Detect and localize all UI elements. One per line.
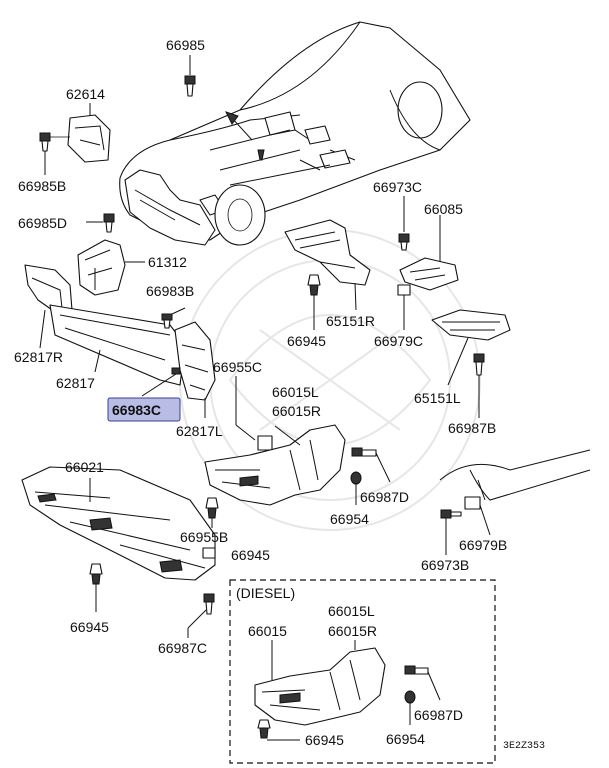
label-66987D-a: 66987D — [360, 489, 409, 505]
bolt-66973C — [398, 196, 410, 251]
label-62817L: 62817L — [176, 423, 223, 439]
bolt-66987D-a — [351, 447, 391, 483]
label-66954-b: 66954 — [386, 731, 425, 747]
bolt-66987B — [473, 353, 485, 418]
label-66973B: 66973B — [421, 557, 469, 573]
label-62817: 62817 — [56, 375, 95, 391]
clip-66955C — [235, 376, 273, 451]
bolt-66973B — [440, 509, 462, 555]
label-66973C: 66973C — [373, 179, 422, 195]
diesel-box — [229, 579, 496, 764]
label-66985: 66985 — [166, 37, 205, 53]
plate-66085 — [399, 215, 459, 291]
label-66945-a: 66945 — [287, 333, 326, 349]
label-66015R-a: 66015R — [272, 403, 321, 419]
clip-66945-d — [257, 719, 300, 741]
grommet-66954-a — [350, 471, 362, 505]
label-66021: 66021 — [65, 459, 104, 475]
cover-65151L — [431, 309, 511, 386]
label-66015L-a: 66015L — [272, 384, 319, 400]
highlight-66983C[interactable] — [107, 397, 181, 422]
label-65151R: 65151R — [326, 313, 375, 329]
clip-66945-c — [89, 563, 103, 612]
diagram-code: 3E2Z353 — [503, 741, 545, 752]
label-66985D: 66985D — [18, 215, 67, 231]
bracket-61312 — [77, 239, 145, 296]
label-66979C: 66979C — [374, 333, 423, 349]
clip-66983B — [161, 307, 186, 329]
label-62614: 62614 — [66, 86, 105, 102]
label-66983C[interactable]: 66983C — [112, 402, 161, 418]
cover-65151R — [284, 219, 371, 311]
label-66985B: 66985B — [18, 178, 66, 194]
label-diesel: (DIESEL) — [236, 585, 295, 601]
label-61312: 61312 — [148, 254, 187, 270]
clip-66979B — [464, 496, 491, 536]
label-66983B: 66983B — [146, 283, 194, 299]
clip-66979C — [397, 284, 411, 330]
label-66015R-b: 66015R — [328, 623, 377, 639]
cover-62817 — [49, 304, 186, 386]
bolt-66985 — [184, 55, 196, 97]
tray-66021 — [21, 466, 216, 581]
bolt-66985B — [39, 132, 70, 175]
bracket-62817L — [174, 321, 216, 418]
car-body-drawing — [119, 21, 471, 246]
grommet-66954-b — [404, 690, 416, 725]
label-66979B: 66979B — [459, 537, 507, 553]
bracket-62614 — [67, 103, 111, 163]
bolt-66987C — [187, 593, 215, 638]
label-66987B: 66987B — [448, 420, 496, 436]
label-66954-a: 66954 — [330, 511, 369, 527]
label-66015L-b: 66015L — [328, 603, 375, 619]
label-65151L: 65151L — [414, 390, 461, 406]
bolt-66987D-b — [404, 665, 441, 701]
label-66945-d: 66945 — [305, 732, 344, 748]
label-66955C: 66955C — [213, 359, 262, 375]
label-66945-c: 66945 — [70, 619, 109, 635]
clip-66945-a — [307, 274, 321, 330]
fender-liner — [439, 449, 591, 501]
bolt-66985D — [86, 213, 115, 233]
label-66085: 66085 — [424, 201, 463, 217]
label-66987D-b: 66987D — [414, 707, 463, 723]
cover-66015 — [204, 424, 346, 506]
clip-66983C — [141, 367, 181, 397]
label-66015: 66015 — [248, 623, 287, 639]
label-62817R: 62817R — [14, 349, 63, 365]
label-66955B: 66955B — [180, 529, 228, 545]
label-66987C: 66987C — [158, 640, 207, 656]
label-66945-b: 66945 — [231, 547, 270, 563]
cover-66015-diesel — [254, 640, 386, 726]
clip-66955B — [202, 497, 219, 559]
